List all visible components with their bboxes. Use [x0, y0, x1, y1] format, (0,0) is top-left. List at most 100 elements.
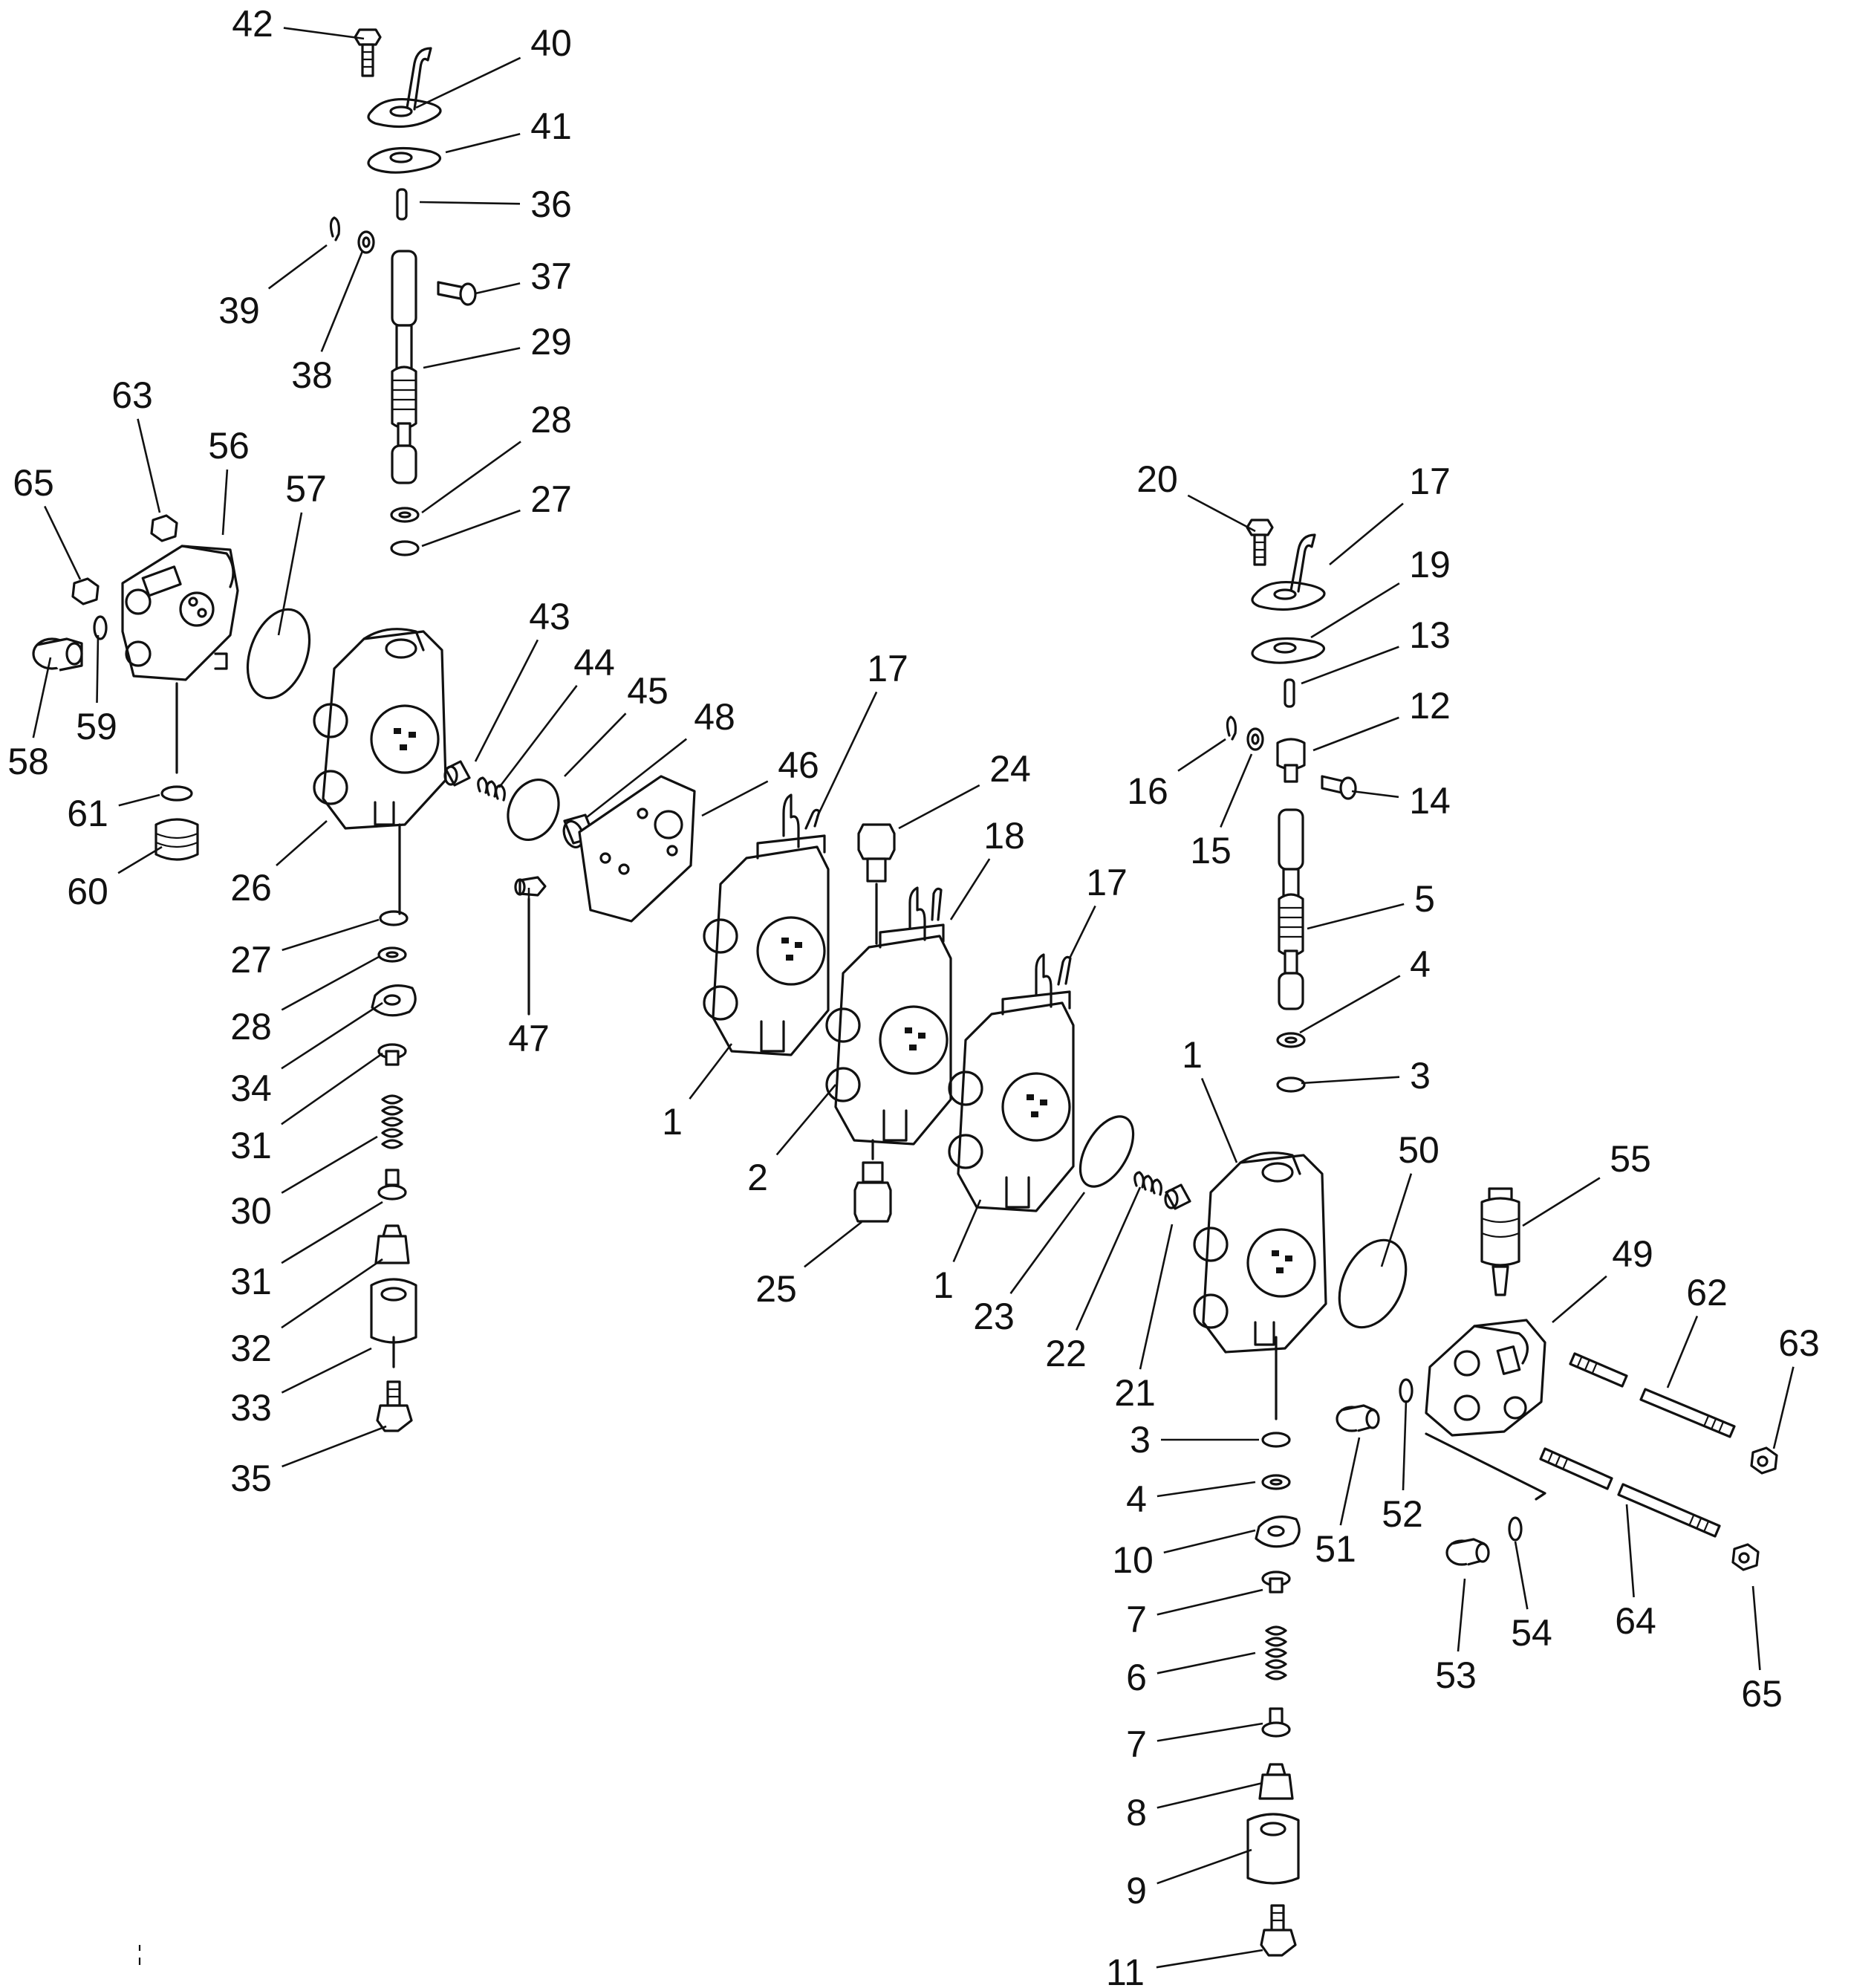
leader-line-L65b	[1751, 1585, 1761, 1671]
leader-line-L1b	[952, 1199, 982, 1263]
part-28-lower-washer	[377, 946, 407, 963]
leader-line-L3a	[1301, 1076, 1400, 1085]
leader-lines	[32, 27, 1795, 1969]
part-15-washer	[1246, 727, 1264, 751]
part-label-L65b: 65	[1741, 1673, 1783, 1715]
leader-line-L18a	[949, 858, 991, 920]
part-label-L30a: 30	[230, 1190, 272, 1232]
leader-line-L29a	[423, 347, 521, 369]
right-end-cover-group	[1336, 1187, 1778, 1571]
part-label-L7a: 7	[1126, 1599, 1147, 1640]
leader-line-L59a	[96, 634, 100, 704]
part-30-spring	[381, 1094, 403, 1149]
part-54-oring	[1508, 1516, 1523, 1542]
part-53-plug	[1445, 1538, 1490, 1566]
part-label-L59a: 59	[76, 706, 117, 747]
part-label-L31a: 31	[230, 1125, 272, 1166]
leader-line-L42a	[283, 27, 365, 40]
part-label-L64a: 64	[1615, 1600, 1656, 1642]
part-label-L6a: 6	[1126, 1657, 1147, 1698]
leader-line-L17c	[1329, 502, 1404, 566]
part-label-L1c: 1	[1182, 1034, 1203, 1076]
leader-line-L10a	[1163, 1529, 1256, 1554]
leader-line-L41a	[445, 133, 521, 154]
leader-line-L44a	[498, 685, 578, 788]
part-label-L58a: 58	[7, 741, 49, 782]
part-label-L4b: 4	[1126, 1478, 1147, 1520]
part-label-L34a: 34	[230, 1068, 272, 1109]
section-1b-housing	[948, 953, 1075, 1212]
part-label-L29a: 29	[530, 321, 572, 363]
part-label-L28a: 28	[530, 399, 572, 441]
part-label-L50a: 50	[1398, 1129, 1440, 1171]
leader-line-L16a	[1177, 738, 1226, 772]
part-58-plug	[32, 637, 83, 672]
part-label-L9a: 9	[1126, 1870, 1147, 1911]
part-57-oring	[246, 608, 311, 700]
leader-line-L40a	[415, 56, 521, 109]
left-top-spool-group	[329, 28, 477, 556]
part-36-pin	[396, 188, 408, 221]
leader-line-L34a	[281, 1001, 383, 1070]
right-lower-stack-group	[1246, 1432, 1301, 1957]
leader-line-L27a	[421, 509, 521, 548]
part-label-L51a: 51	[1315, 1528, 1356, 1570]
leader-line-L7a	[1157, 1588, 1263, 1616]
part-label-L44a: 44	[573, 642, 615, 683]
part-9-cap	[1246, 1813, 1300, 1885]
part-10-plate	[1255, 1516, 1301, 1548]
leader-line-L62a	[1666, 1316, 1699, 1388]
left-lower-stack-group	[370, 910, 417, 1432]
part-label-L33a: 33	[230, 1387, 272, 1429]
part-11-bolt	[1260, 1904, 1297, 1957]
part-60-plug	[154, 818, 199, 861]
part-label-L28b: 28	[230, 1006, 272, 1047]
part-label-L17c: 17	[1409, 461, 1451, 502]
part-8-stopper	[1258, 1763, 1294, 1800]
part-label-L1b: 1	[933, 1264, 954, 1306]
part-12-fitting	[1276, 738, 1306, 783]
part-31-retainer	[377, 1043, 407, 1066]
part-label-L21a: 21	[1114, 1372, 1156, 1414]
leader-line-L51a	[1339, 1437, 1361, 1526]
part-label-L19a: 19	[1409, 544, 1451, 585]
part-label-L20a: 20	[1136, 458, 1178, 500]
part-62-stud	[1569, 1352, 1736, 1438]
part-51-plug	[1336, 1404, 1380, 1432]
leader-line-L26a	[276, 820, 328, 866]
leader-line-L32a	[281, 1258, 383, 1329]
part-38-washer	[357, 230, 375, 254]
leader-line-L14a	[1351, 790, 1399, 799]
part-label-L15a: 15	[1190, 830, 1232, 871]
section-1c-housing	[1193, 1151, 1327, 1420]
part-label-L18a: 18	[983, 815, 1025, 857]
part-label-L43a: 43	[529, 596, 570, 637]
leader-line-L48a	[586, 738, 688, 819]
section-2-housing	[825, 886, 952, 1160]
leader-line-L30a	[281, 1135, 378, 1194]
part-5-spool	[1278, 808, 1304, 1010]
part-39-cotter	[329, 216, 340, 241]
leader-line-L50a	[1380, 1173, 1413, 1267]
part-label-L2a: 2	[747, 1157, 768, 1198]
leader-line-L21a	[1139, 1224, 1174, 1370]
leader-line-L49a	[1552, 1275, 1607, 1323]
leader-line-L55a	[1522, 1177, 1601, 1227]
part-label-L55a: 55	[1610, 1138, 1651, 1180]
part-3-lower-oring	[1261, 1432, 1291, 1448]
leader-line-L24a	[898, 784, 980, 830]
section-1a-housing	[703, 793, 830, 1056]
part-label-L38a: 38	[291, 354, 333, 396]
part-40-plate-with-lever	[367, 47, 442, 129]
part-label-L27a: 27	[530, 478, 572, 520]
part-label-L37a: 37	[530, 256, 572, 297]
part-label-L57a: 57	[285, 468, 327, 510]
leader-line-L28b	[281, 955, 380, 1011]
leader-line-L65a	[44, 505, 82, 580]
leader-line-L64a	[1625, 1504, 1635, 1598]
part-label-L41a: 41	[530, 105, 572, 147]
part-47-poppet	[514, 876, 547, 1016]
part-label-L42a: 42	[232, 3, 273, 45]
leader-line-L17a	[816, 691, 878, 818]
